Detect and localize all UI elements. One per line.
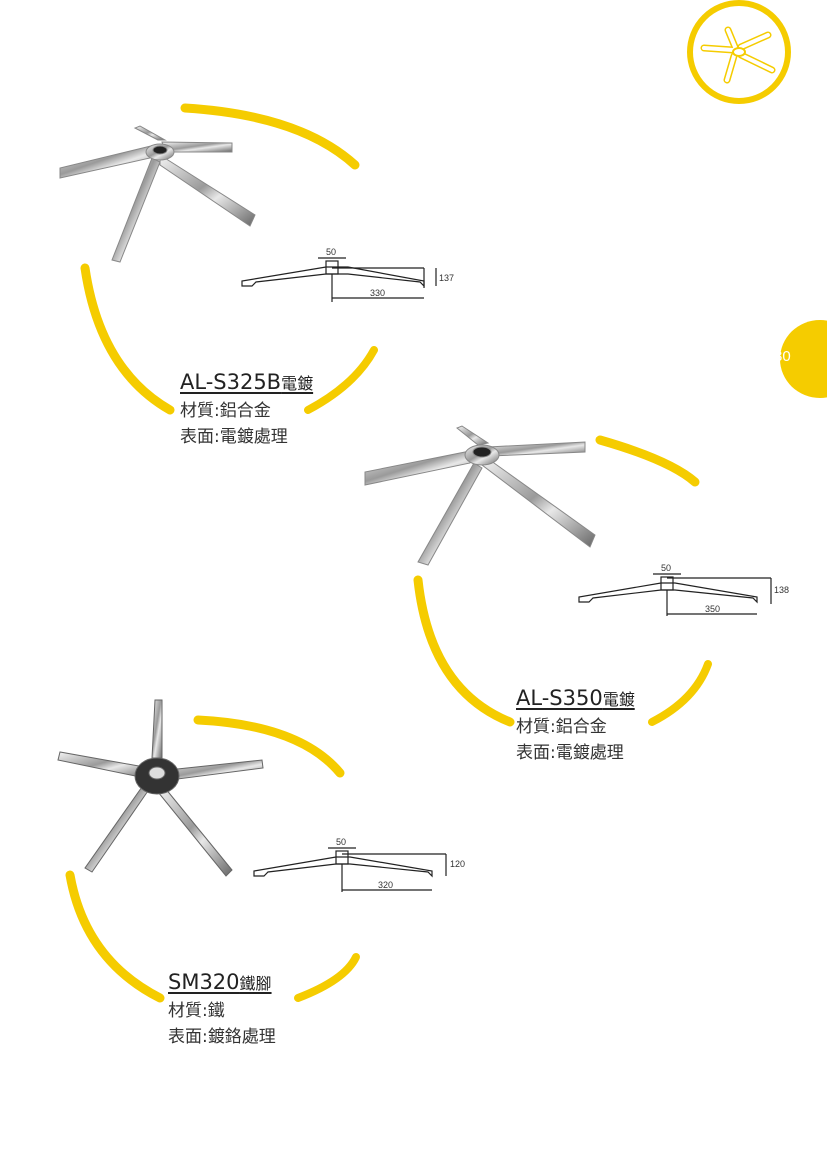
page-number: 30 [774,348,791,365]
material: 材質:鐵 [168,1001,225,1021]
dimension-drawing-al-s325b: 50 137 330 [241,247,454,302]
material: 材質:鋁合金 [516,717,607,737]
svg-text:50: 50 [336,837,346,847]
arc [180,103,360,170]
material: 材質:鋁合金 [180,401,271,421]
product-al-s350: AL-S350電鍍 材質:鋁合金 表面:電鍍處理 [516,684,635,766]
finish: 表面:鍍鉻處理 [168,1027,276,1047]
star-base-logo-icon [687,0,791,104]
svg-text:137: 137 [439,273,454,283]
svg-text:50: 50 [661,563,671,573]
finish: 表面:電鍍處理 [180,427,288,447]
svg-text:138: 138 [774,585,789,595]
model-name: AL-S350電鍍 [516,686,635,710]
chair-base-image-sm320 [57,699,264,877]
svg-text:320: 320 [378,880,393,890]
product-al-s325b: AL-S325B電鍍 材質:鋁合金 表面:電鍍處理 [180,368,313,450]
svg-text:330: 330 [370,288,385,298]
svg-text:50: 50 [326,247,336,257]
model-name: SM320鐵腳 [168,970,272,994]
product-sm320: SM320鐵腳 材質:鐵 表面:鍍鉻處理 [168,968,276,1050]
dimension-drawing-al-s350: 50 138 350 [578,563,789,616]
chair-base-image-al-s350 [364,425,596,566]
chair-base-image-al-s325b [59,125,256,263]
model-name: AL-S325B電鍍 [180,370,314,394]
finish: 表面:電鍍處理 [516,743,624,763]
svg-text:350: 350 [705,604,720,614]
dimension-drawing-sm320: 50 120 320 [253,837,465,892]
svg-text:120: 120 [450,859,465,869]
